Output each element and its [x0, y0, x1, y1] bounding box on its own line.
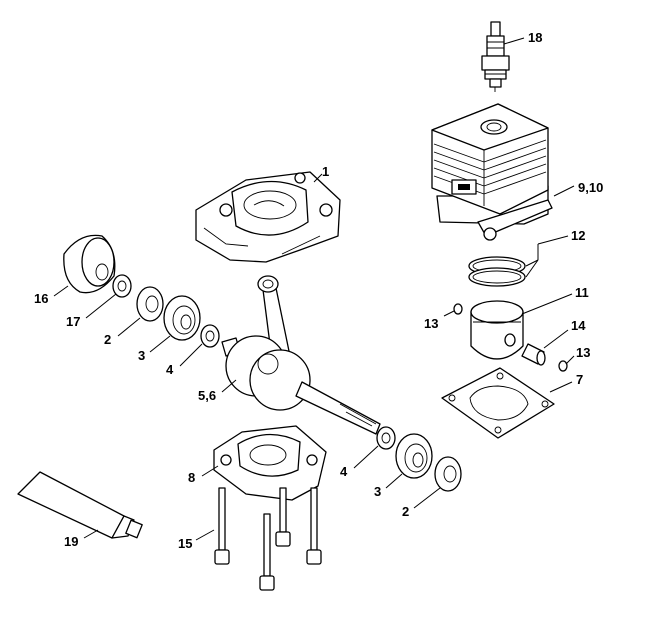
callout-14: 14 [571, 318, 586, 333]
cylinder [431, 103, 553, 241]
spark-plug [481, 21, 510, 92]
callout-labels: 1 9,10 12 11 13 14 13 7 18 16 17 2 3 4 5… [34, 30, 603, 551]
callout-4-right: 4 [340, 464, 348, 479]
callout-12: 12 [571, 228, 585, 243]
callout-1: 1 [322, 164, 329, 179]
callout-3-right: 3 [374, 484, 381, 499]
oil-seal-left [136, 286, 164, 322]
oil-seal-right [434, 456, 462, 492]
piston [470, 300, 524, 360]
callout-5-6: 5,6 [198, 388, 216, 403]
leader-lines [53, 37, 575, 541]
screw-b [259, 513, 275, 591]
screw-d [306, 487, 322, 565]
circlip-right [558, 360, 568, 372]
crankcase-upper [195, 171, 341, 263]
cylinder-gasket [441, 367, 555, 439]
callout-17: 17 [66, 314, 80, 329]
callout-8: 8 [188, 470, 195, 485]
grease-tube [17, 471, 143, 539]
callout-13-left: 13 [424, 316, 438, 331]
flywheel-cap [63, 234, 116, 294]
callout-13-right: 13 [576, 345, 590, 360]
crankshaft [221, 275, 381, 435]
callout-16: 16 [34, 291, 48, 306]
circlip-left [453, 303, 463, 315]
callout-4-left: 4 [166, 362, 174, 377]
callout-7: 7 [576, 372, 583, 387]
piston-rings [468, 256, 526, 287]
thrust-washer-right [376, 426, 396, 450]
callout-15: 15 [178, 536, 192, 551]
ball-bearing-right [395, 433, 433, 479]
callout-9-10: 9,10 [578, 180, 603, 195]
callout-19: 19 [64, 534, 78, 549]
callout-2-right: 2 [402, 504, 409, 519]
piston-pin [521, 343, 546, 366]
callout-2-left: 2 [104, 332, 111, 347]
ball-bearing-left [163, 295, 201, 341]
screw-a [214, 487, 230, 565]
callout-18: 18 [528, 30, 542, 45]
callout-3-left: 3 [138, 348, 145, 363]
callout-11: 11 [575, 285, 589, 300]
crankcase-lower [213, 425, 327, 501]
screw-c [275, 487, 291, 547]
thrust-washer-left [200, 324, 220, 348]
washer-17 [112, 274, 132, 298]
